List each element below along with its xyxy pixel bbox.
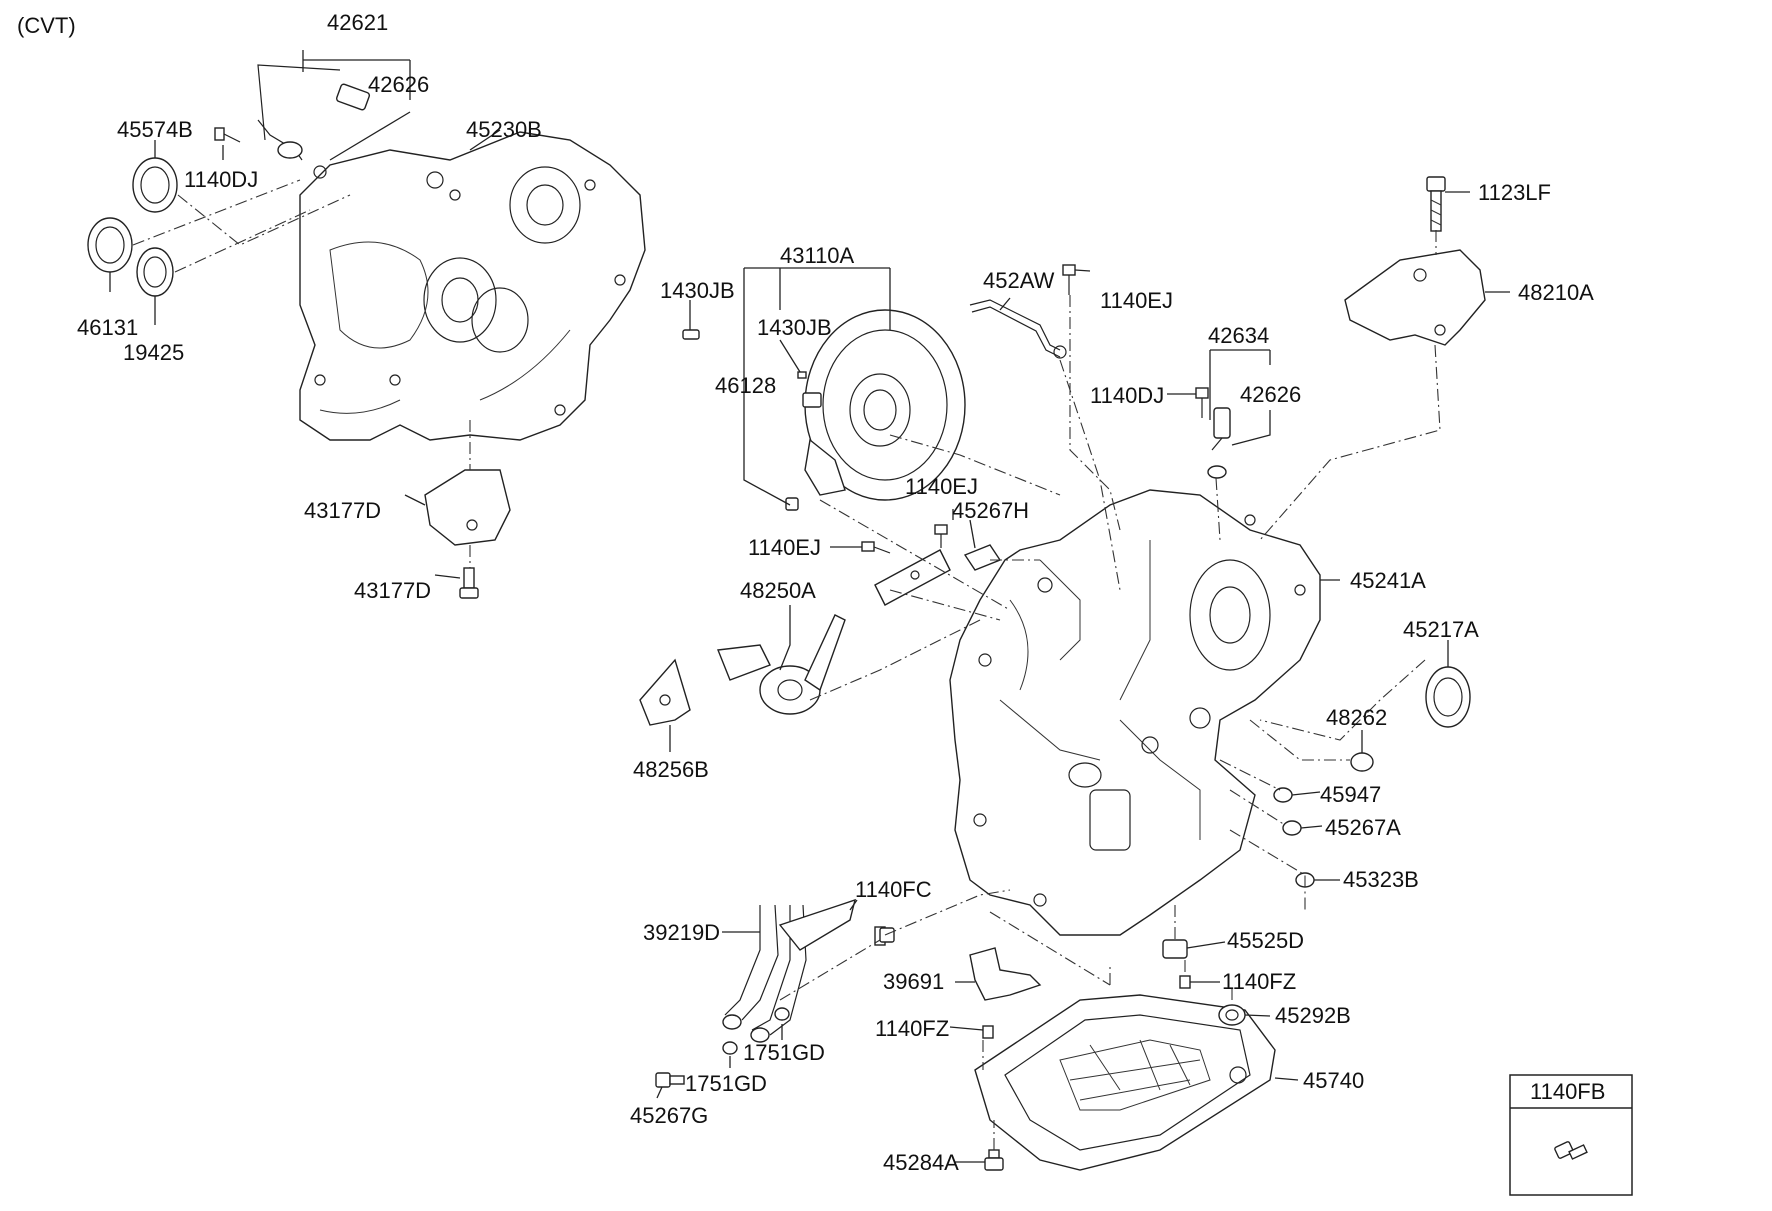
oring-45947 <box>1273 787 1293 803</box>
bolt-1140DJ-left <box>214 127 241 143</box>
bolt-45267G <box>655 1072 685 1088</box>
bracket-48210A <box>1344 249 1486 346</box>
callout-46131: 46131 <box>77 315 138 340</box>
callout-45525D: 45525D <box>1227 928 1304 953</box>
callout-42621: 42621 <box>327 10 388 35</box>
oring-45267A <box>1282 820 1302 836</box>
bolt-1140EJ-low <box>861 541 891 554</box>
callout-1140DJ-right: 1140DJ <box>1090 383 1164 408</box>
manual-shaft-48250A <box>717 614 846 715</box>
callout-45574B: 45574B <box>117 117 193 142</box>
pin-1430JB-pump <box>797 371 807 379</box>
callout-45323B: 45323B <box>1343 867 1419 892</box>
sensor-45525D <box>1162 939 1188 959</box>
washer-1751GD-b <box>722 1041 738 1055</box>
callout-45267G: 45267G <box>630 1103 708 1128</box>
flange-bolt-icon <box>1554 1141 1588 1160</box>
plate-39691 <box>969 947 1042 1001</box>
variant-label: (CVT) <box>17 13 76 38</box>
leader-lines <box>109 50 1510 1163</box>
bolt-45284A <box>984 1149 1004 1171</box>
sensor-harness-42621 <box>257 64 371 179</box>
callout-46128: 46128 <box>715 373 776 398</box>
seal-45574B <box>132 157 178 213</box>
cooler-pipes-39219D <box>722 898 856 1043</box>
plate-48256B <box>639 658 691 726</box>
callout-39691: 39691 <box>883 969 944 994</box>
callout-45217A: 45217A <box>1403 617 1479 642</box>
bolt-1140FC <box>874 926 895 946</box>
callout-1751GD-a: 1751GD <box>743 1040 825 1065</box>
plug-46128 <box>785 497 799 511</box>
callout-43177D: 43177D <box>304 498 381 523</box>
callout-1140DJ: 1140DJ <box>184 167 258 192</box>
oil-pan-45740 <box>974 994 1276 1171</box>
bolt-1123LF <box>1426 176 1446 232</box>
seal-45217A <box>1425 666 1471 728</box>
bearing-19425 <box>136 247 174 297</box>
legend-box-title: 1140FB <box>1530 1079 1605 1104</box>
callout-39219D: 39219D <box>643 920 720 945</box>
bolt-1140EJ-top <box>1062 264 1076 295</box>
bolt-1140EJ-mid <box>934 524 948 548</box>
callout-1140FZ-left: 1140FZ <box>875 1016 949 1041</box>
callout-45947: 45947 <box>1320 782 1381 807</box>
callout-45284A: 45284A <box>883 1150 959 1175</box>
plate-45267H <box>963 544 1002 571</box>
washer-1751GD-a <box>774 1007 790 1021</box>
callout-1140FC: 1140FC <box>855 877 932 902</box>
callout-45292B: 45292B <box>1275 1003 1351 1028</box>
legend-box-1140FB: 1140FB <box>1509 1074 1633 1196</box>
bolt-1140FZ-left <box>982 1025 994 1039</box>
callout-labels: 42621 42626 45574B 1140DJ 45230B 46131 1… <box>77 10 1594 1175</box>
converter-housing-45230B <box>299 131 646 441</box>
callout-48256B: 48256B <box>633 757 709 782</box>
pipe-452AW <box>969 299 1067 359</box>
callout-452AW: 452AW <box>983 268 1055 293</box>
callout-48262: 48262 <box>1326 705 1387 730</box>
callout-45267A: 45267A <box>1325 815 1401 840</box>
callout-45241A: 45241A <box>1350 568 1426 593</box>
bolt-1140DJ-right <box>1195 387 1209 418</box>
bolt-1140FZ-right <box>1179 975 1191 989</box>
callout-45230B: 45230B <box>466 117 542 142</box>
bracket-43177D <box>424 469 511 546</box>
oil-pump-43110A <box>802 309 966 501</box>
callout-1430JB-pump: 1430JB <box>757 315 832 340</box>
callout-1751GD-b: 1751GD <box>685 1071 767 1096</box>
callout-48250A: 48250A <box>740 578 816 603</box>
callout-1140EJ-mid: 1140EJ <box>905 474 978 499</box>
callout-48210A: 48210A <box>1518 280 1594 305</box>
callout-1140EJ-top: 1140EJ <box>1100 288 1173 313</box>
seal-46131 <box>87 217 133 273</box>
callout-1140EJ-low: 1140EJ <box>748 535 821 560</box>
callout-1123LF: 1123LF <box>1478 180 1551 205</box>
callout-43110A: 43110A <box>780 243 855 268</box>
plug-45292B <box>1218 1004 1246 1026</box>
callout-45267H: 45267H <box>952 498 1029 523</box>
gasket-48262 <box>1350 752 1374 772</box>
callout-42626-right: 42626 <box>1240 382 1301 407</box>
plate-1140EJ <box>874 549 951 606</box>
callout-42626: 42626 <box>368 72 429 97</box>
pin-1430JB-left <box>682 329 700 340</box>
callout-1140FZ-right: 1140FZ <box>1222 969 1296 994</box>
callout-42634: 42634 <box>1208 323 1269 348</box>
callout-43177D-bolt: 43177D <box>354 578 431 603</box>
bolt-43177D <box>459 567 479 599</box>
callout-19425: 19425 <box>123 340 184 365</box>
callout-1430JB: 1430JB <box>660 278 735 303</box>
transaxle-case-45241A <box>949 489 1321 936</box>
sensor-42634 <box>1207 407 1231 479</box>
callout-45740: 45740 <box>1303 1068 1364 1093</box>
